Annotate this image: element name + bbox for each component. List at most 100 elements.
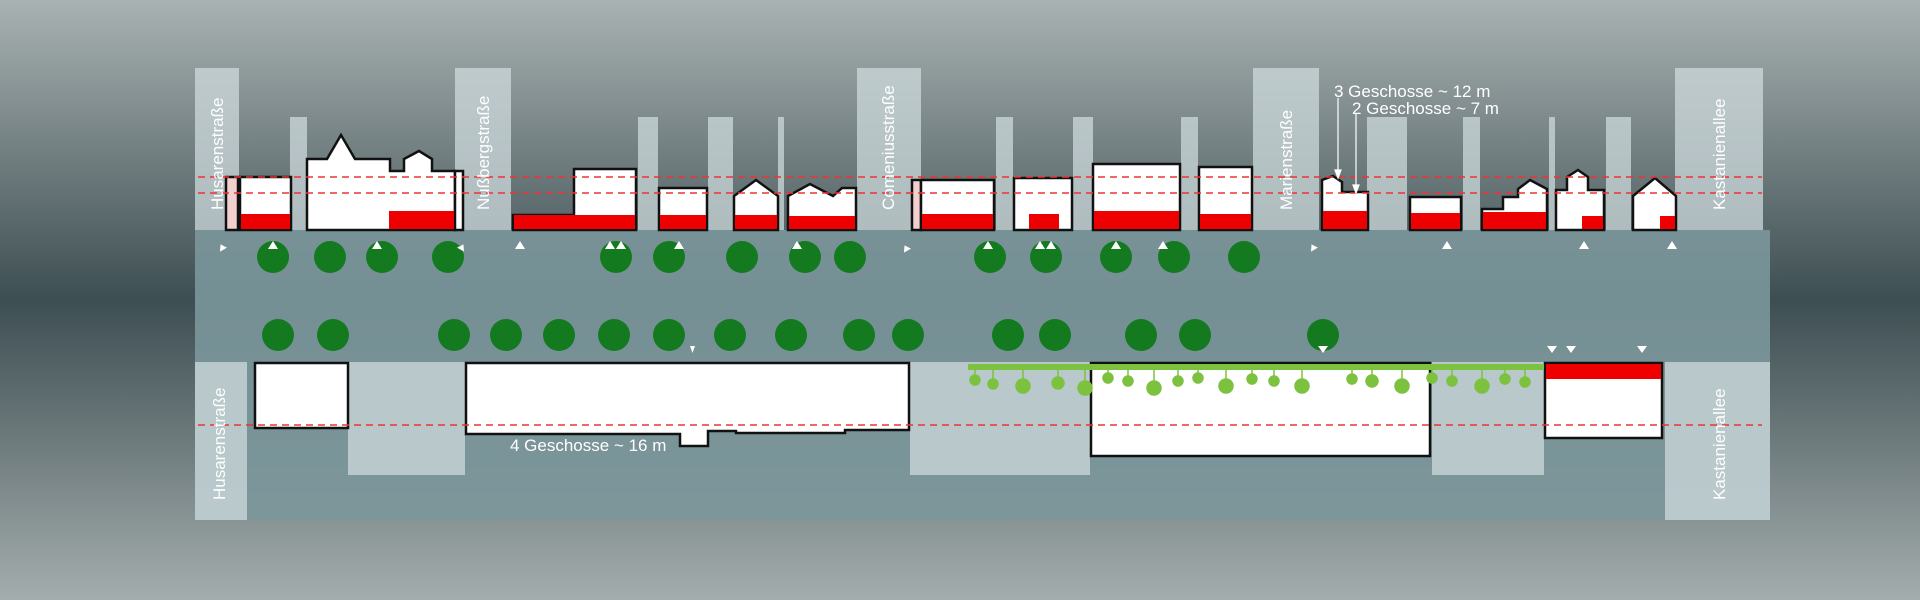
canopy-dot xyxy=(969,374,981,386)
tree xyxy=(1039,319,1071,351)
tree xyxy=(262,319,294,351)
ground-floor-zone xyxy=(735,215,777,229)
tree xyxy=(714,319,746,351)
street-column-kastanien-bottom xyxy=(1665,362,1770,520)
tree xyxy=(1100,241,1132,273)
street-label-husaren-top: Husarenstraße xyxy=(208,98,227,210)
canopy-dot xyxy=(1051,376,1065,390)
ground-floor-zone xyxy=(1483,212,1546,229)
marker xyxy=(1035,241,1045,249)
canopy-dot xyxy=(1499,373,1511,385)
marker xyxy=(690,346,695,353)
tree xyxy=(432,241,464,273)
tree-row-bottom xyxy=(262,319,1339,351)
ground-floor-zone xyxy=(789,216,855,229)
tree xyxy=(490,319,522,351)
ground-floor-zone xyxy=(922,214,993,229)
tree xyxy=(789,241,821,273)
tree xyxy=(653,319,685,351)
marker xyxy=(1547,346,1557,353)
top-height-lines xyxy=(198,176,1762,194)
tree xyxy=(438,319,470,351)
side-wall xyxy=(910,178,923,232)
side-wall xyxy=(224,175,240,232)
pointer-arrow xyxy=(1352,184,1360,195)
marker xyxy=(1111,241,1121,249)
gap-column xyxy=(1181,117,1198,230)
marker xyxy=(1311,244,1318,252)
canopy-dot xyxy=(1346,373,1358,385)
tree xyxy=(1179,319,1211,351)
canopy-dot xyxy=(1122,375,1134,387)
canopy-droplets xyxy=(969,370,1531,396)
canopy-dot xyxy=(1426,372,1438,384)
side-wall xyxy=(453,169,465,232)
marker xyxy=(220,244,227,252)
street-column-nussberg xyxy=(455,68,511,230)
building-block xyxy=(253,361,350,430)
canopy-dot xyxy=(1446,375,1458,387)
street-label-husaren-bottom: Husarenstraße xyxy=(210,388,229,500)
ground-floor-zone xyxy=(241,214,290,229)
ground-floor-zone xyxy=(389,211,454,229)
street-label-nussberg: Nußbergstraße xyxy=(474,96,493,210)
tree xyxy=(314,241,346,273)
canopy-dot xyxy=(1015,378,1031,394)
gap-column xyxy=(1463,117,1480,230)
marker xyxy=(268,241,278,249)
canopy-dot xyxy=(987,378,999,390)
canopy-strip xyxy=(968,364,1544,370)
annotation-three-storey: 3 Geschosse ~ 12 m xyxy=(1334,82,1490,101)
street-column-comenius xyxy=(857,68,921,230)
street-column-marien xyxy=(1253,68,1319,230)
marker xyxy=(1667,241,1677,249)
tree xyxy=(366,241,398,273)
entrance-markers xyxy=(220,241,1677,353)
canopy-dot xyxy=(1218,378,1234,394)
marker xyxy=(1637,346,1647,353)
bottom-pale-columns xyxy=(195,362,1770,520)
gap-column xyxy=(778,117,784,230)
marker xyxy=(1579,241,1589,249)
building-gable-roof xyxy=(305,132,457,232)
gap-column xyxy=(1606,117,1631,230)
canopy-dot xyxy=(1394,378,1410,394)
marker xyxy=(1158,241,1168,249)
building-block-4-storey xyxy=(464,361,911,448)
marker xyxy=(1566,346,1576,353)
gap-column xyxy=(638,117,658,230)
ground-floor-zone xyxy=(1660,216,1675,229)
building xyxy=(511,167,638,232)
tree xyxy=(1307,319,1339,351)
canopy-dot xyxy=(1192,372,1204,384)
canopy-dot xyxy=(1294,378,1310,394)
tree xyxy=(843,319,875,351)
street-column-kastanien-top xyxy=(1675,68,1763,230)
street-label-kastanien-top: Kastanienallee xyxy=(1710,98,1729,210)
annotation-four-storey: 4 Geschosse ~ 16 m xyxy=(510,436,666,455)
tree xyxy=(992,319,1024,351)
tree xyxy=(892,319,924,351)
green-canopy xyxy=(968,364,1544,370)
canopy-dot xyxy=(1246,373,1258,385)
marker xyxy=(792,241,802,249)
tree xyxy=(598,319,630,351)
canopy-dot xyxy=(1519,376,1531,388)
ground-floor-zone xyxy=(1546,364,1661,379)
tree xyxy=(600,241,632,273)
ground-floor-zone xyxy=(1582,216,1603,229)
top-pale-columns xyxy=(195,68,1763,230)
street-column-husaren-bottom xyxy=(195,362,247,520)
marker xyxy=(616,241,626,249)
canopy-dot xyxy=(1077,380,1093,396)
annotation-two-storey: 2 Geschosse ~ 7 m xyxy=(1352,99,1499,118)
street-label-kastanien-bottom: Kastanienallee xyxy=(1710,388,1729,500)
marker xyxy=(1318,346,1328,353)
ground-floor-zone xyxy=(1323,211,1367,229)
tree-row-top xyxy=(257,241,1260,273)
tree xyxy=(317,319,349,351)
ground-floor-zone xyxy=(1029,214,1059,229)
ground-floor-zone xyxy=(1200,214,1251,229)
